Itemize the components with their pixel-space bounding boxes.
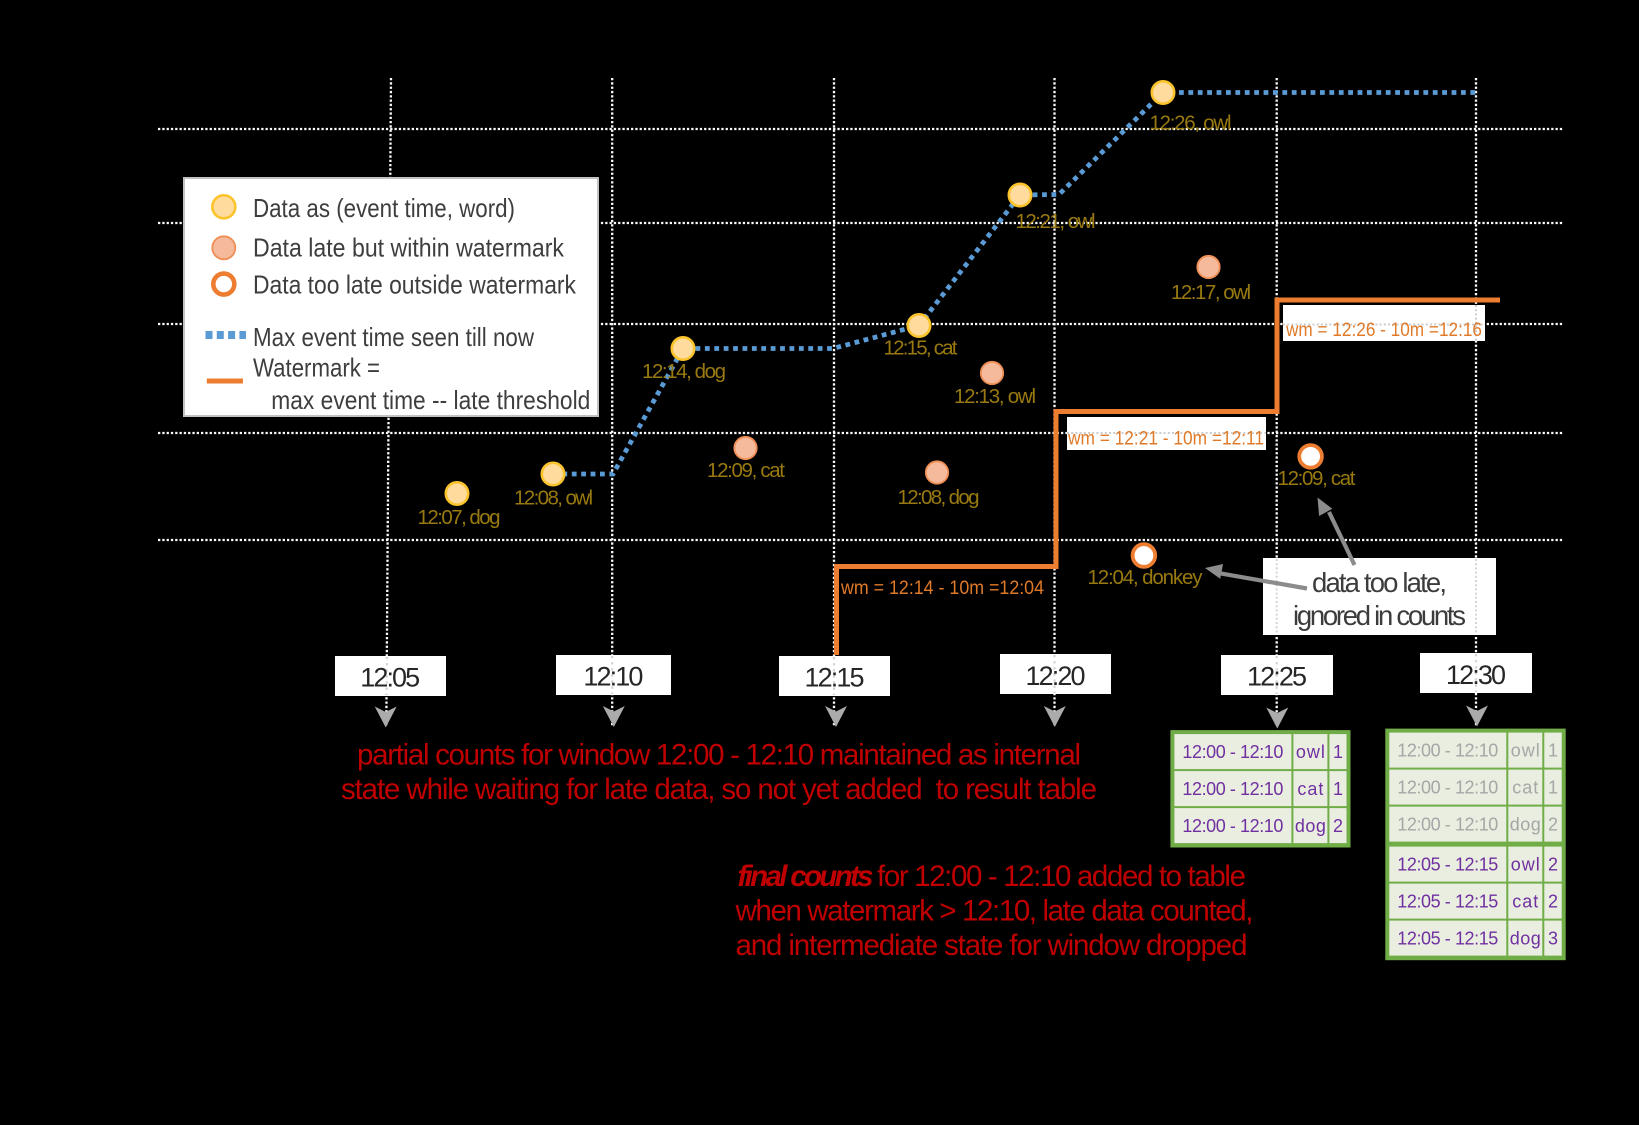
svg-text:12:05 - 12:15: 12:05 - 12:15 [1397,929,1498,949]
svg-text:2: 2 [1333,816,1343,836]
svg-text:cat: cat [1512,778,1538,798]
svg-text:12:00 - 12:10: 12:00 - 12:10 [1182,816,1283,836]
svg-text:Max event time seen till now: Max event time seen till now [253,322,534,352]
svg-text:12:20: 12:20 [1026,661,1086,691]
svg-text:wm = 12:14 - 10m =12:04: wm = 12:14 - 10m =12:04 [840,577,1044,599]
svg-text:12:00 - 12:10: 12:00 - 12:10 [1182,779,1283,799]
svg-text:dog: dog [1295,816,1326,836]
svg-text:cat: cat [1297,779,1323,799]
svg-text:cat: cat [1512,892,1538,912]
svg-text:when watermark > 12:10, late d: when watermark > 12:10, late data counte… [735,895,1254,928]
svg-text:12:09, cat: 12:09, cat [707,459,785,482]
svg-text:1: 1 [1548,741,1558,761]
svg-text:wm = 12:21 - 10m =12:11: wm = 12:21 - 10m =12:11 [1067,428,1264,450]
svg-text:1: 1 [1333,742,1343,762]
svg-text:owl: owl [1296,742,1325,762]
svg-text:ignored in counts: ignored in counts [1293,600,1466,631]
svg-text:12:15: 12:15 [805,663,865,693]
svg-text:and intermediate state for win: and intermediate state for window droppe… [736,929,1248,962]
svg-text:12:08, owl: 12:08, owl [514,487,593,510]
svg-text:wm = 12:26 - 10m =12:16: wm = 12:26 - 10m =12:16 [1285,319,1482,341]
svg-text:dog: dog [1510,815,1541,835]
svg-text:12:07, dog: 12:07, dog [418,506,501,529]
svg-text:2: 2 [1548,892,1558,912]
svg-text:data too late,: data too late, [1312,567,1447,598]
svg-text:12:14, dog: 12:14, dog [642,360,726,383]
svg-text:12:17, owl: 12:17, owl [1171,281,1251,304]
svg-text:12:09, cat: 12:09, cat [1278,467,1356,490]
svg-text:1: 1 [1333,779,1343,799]
svg-text:owl: owl [1511,741,1540,761]
svg-text:12:10: 12:10 [583,662,643,692]
svg-text:2: 2 [1548,855,1558,875]
svg-text:12:04, donkey: 12:04, donkey [1088,566,1204,589]
svg-text:12:25: 12:25 [1247,662,1307,692]
svg-text:partial counts for window 12:0: partial counts for window 12:00 - 12:10 … [357,739,1081,772]
svg-text:Data too late outside watermar: Data too late outside watermark [253,270,577,300]
svg-text:dog: dog [1510,929,1541,949]
svg-text:final counts: final counts [738,860,874,893]
svg-text:state while waiting for late d: state while waiting for late data, so no… [341,773,1097,806]
svg-text:12:30: 12:30 [1446,660,1506,690]
svg-text:for 12:00 - 12:10 added to tab: for 12:00 - 12:10 added to table [877,860,1246,893]
svg-text:2: 2 [1548,815,1558,835]
svg-text:12:08, dog: 12:08, dog [898,486,980,509]
svg-text:12:00 - 12:10: 12:00 - 12:10 [1397,741,1498,761]
svg-text:owl: owl [1511,855,1540,875]
svg-text:12:21, owl: 12:21, owl [1016,210,1096,233]
svg-text:12:05 - 12:15: 12:05 - 12:15 [1397,892,1498,912]
svg-text:12:00 - 12:10: 12:00 - 12:10 [1397,815,1498,835]
svg-text:12:00 - 12:10: 12:00 - 12:10 [1182,742,1283,762]
svg-text:12:26, owl: 12:26, owl [1150,112,1232,135]
svg-text:max event time -- late thresho: max event time -- late threshold [271,385,590,415]
svg-text:12:15, cat: 12:15, cat [884,337,958,360]
svg-text:12:05: 12:05 [360,663,420,693]
svg-text:12:05 - 12:15: 12:05 - 12:15 [1397,855,1498,875]
svg-text:Watermark =: Watermark = [253,353,380,383]
svg-text:Data late but within watermark: Data late but within watermark [253,233,565,263]
svg-text:3: 3 [1548,929,1558,949]
svg-text:1: 1 [1548,778,1558,798]
svg-text:Data as (event time, word): Data as (event time, word) [253,193,515,223]
svg-text:12:00 - 12:10: 12:00 - 12:10 [1397,778,1498,798]
svg-text:12:13, owl: 12:13, owl [954,385,1036,408]
